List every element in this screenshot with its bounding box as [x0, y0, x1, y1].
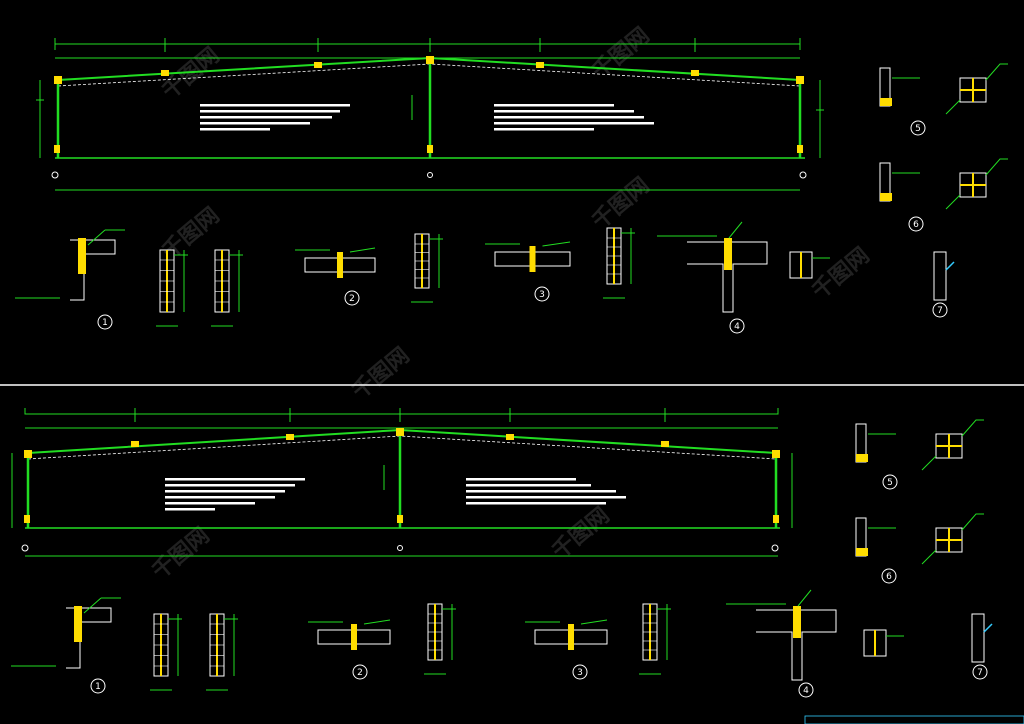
detail-label-circle: [90, 678, 106, 694]
detail-label-number: 2: [349, 294, 355, 304]
detail-label-circle: [344, 290, 360, 306]
joint-markers: [54, 56, 804, 153]
leader-line: [83, 597, 102, 614]
detail-label-circle: [729, 318, 745, 334]
watermark-text: 千图网: [588, 173, 655, 235]
detail-label-number: 4: [734, 322, 740, 332]
stiffener-plate: [933, 251, 947, 301]
watermark-text: 千图网: [548, 503, 615, 565]
joint-markers: [24, 428, 780, 523]
title-block-edge: [804, 715, 1024, 724]
portal-frame-elevation-lower: [11, 408, 793, 557]
detail-label-circle: [572, 664, 588, 680]
base-weld: [856, 548, 868, 556]
leader-line: [983, 623, 993, 633]
splice-plate-weld: [337, 252, 343, 278]
leader-line: [349, 247, 376, 253]
columns: [55, 58, 805, 159]
detail-label-circle: [908, 216, 924, 232]
knee-joint-outline: [70, 239, 116, 301]
base-supports: [21, 544, 779, 552]
leader-line: [580, 619, 608, 625]
leader-line: [985, 63, 1008, 81]
detail-label-number: 3: [577, 668, 583, 678]
leader-line: [542, 241, 571, 247]
detail-label-number: 1: [95, 682, 101, 692]
note-block-right: [466, 478, 626, 505]
lower-connection-details: 1 2 3 4 5 6 7: [11, 419, 993, 698]
leader-line: [728, 221, 743, 239]
splice-plate-weld: [568, 624, 574, 650]
leader-line: [961, 419, 984, 437]
watermark-layer: 千图网千图网千图网千图网千图网千图网千图网千图网: [148, 23, 875, 585]
note-block-left: [200, 104, 350, 131]
detail-label-circle: [97, 314, 113, 330]
leader-line: [985, 158, 1008, 176]
stiffener-plate: [971, 613, 985, 663]
detail-label-circle: [882, 474, 898, 490]
detail-label-circle: [972, 664, 988, 680]
base-supports: [51, 171, 807, 179]
leader-line: [87, 229, 106, 246]
leader-line: [921, 455, 937, 471]
end-plate-weld: [74, 606, 82, 642]
end-plate-weld: [78, 238, 86, 274]
ridge-weld: [724, 238, 732, 270]
watermark-text: 千图网: [588, 23, 655, 85]
ridge-joint-outline: [687, 241, 768, 313]
leader-line: [363, 619, 391, 625]
leader-line: [961, 513, 984, 531]
watermark-text: 千图网: [808, 243, 875, 305]
detail-label-circle: [881, 568, 897, 584]
detail-label-number: 3: [539, 290, 545, 300]
detail-label-number: 2: [357, 668, 363, 678]
detail-label-number: 5: [915, 124, 921, 134]
watermark-text: 千图网: [348, 343, 415, 405]
portal-frame-elevation-upper: [36, 38, 824, 191]
leader-line: [797, 589, 812, 607]
note-block-right: [494, 104, 654, 131]
side-dimension-lines: [11, 453, 793, 528]
detail-label-number: 6: [913, 220, 919, 230]
detail-label-number: 5: [887, 478, 893, 488]
watermark-text: 千图网: [148, 523, 215, 585]
base-weld: [856, 454, 868, 462]
ridge-joint-outline: [756, 609, 837, 681]
leader-line: [945, 194, 961, 210]
base-weld: [880, 193, 892, 201]
ridge-weld: [793, 606, 801, 638]
leader-line: [945, 261, 955, 271]
detail-label-number: 1: [102, 318, 108, 328]
detail-label-number: 6: [886, 572, 892, 582]
detail-label-number: 7: [937, 306, 943, 316]
connection-details-layer: 1 2 3 4 5 6 7 1 2 3 4 5 6 7: [11, 63, 1024, 724]
detail-label-circle: [352, 664, 368, 680]
side-dimension-lines: [36, 80, 824, 158]
upper-connection-details: 1 2 3 4 5 6 7: [15, 63, 1008, 334]
splice-plate-weld: [529, 246, 536, 272]
splice-plate-weld: [351, 624, 357, 650]
base-weld: [880, 98, 892, 106]
note-block-left: [165, 478, 305, 511]
detail-label-circle: [932, 302, 948, 318]
detail-label-number: 7: [977, 668, 983, 678]
detail-label-circle: [910, 120, 926, 136]
detail-label-circle: [798, 682, 814, 698]
detail-label-circle: [534, 286, 550, 302]
detail-label-number: 4: [803, 686, 809, 696]
leader-line: [921, 549, 937, 565]
leader-line: [945, 99, 961, 115]
knee-joint-outline: [66, 607, 112, 669]
